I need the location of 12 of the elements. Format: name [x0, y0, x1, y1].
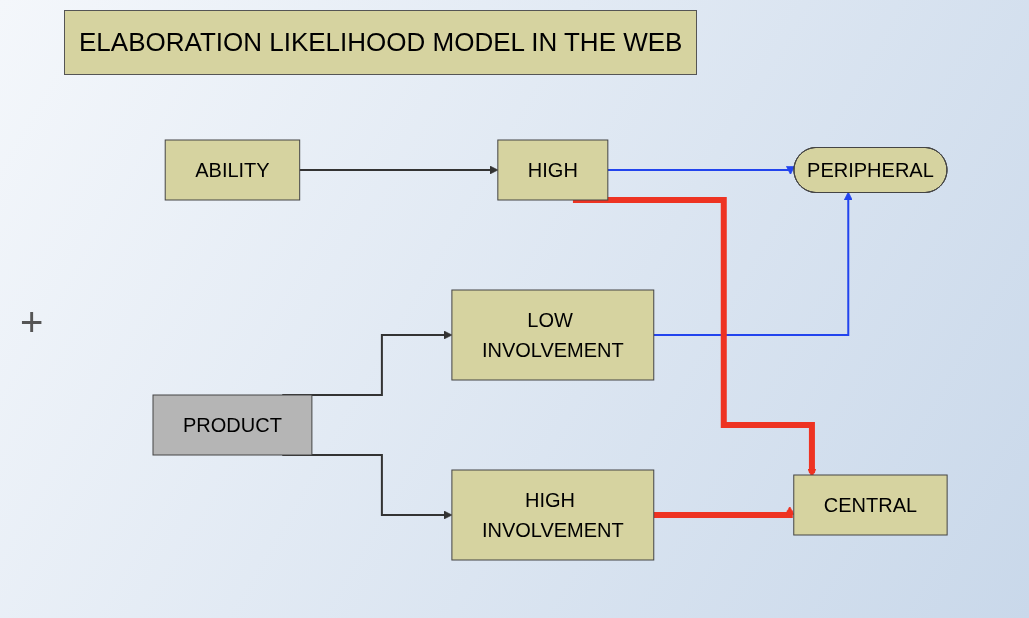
node-box: HIGH INVOLVEMENT [451, 469, 655, 561]
title-box: ELABORATION LIKELIHOOD MODEL IN THE WEB [64, 10, 698, 75]
node-box: CENTRAL [793, 474, 948, 536]
node-box: PRODUCT [152, 394, 313, 456]
arrow [652, 191, 853, 336]
arrow [653, 506, 795, 518]
arrow [606, 166, 795, 175]
plus-sign: + [20, 300, 44, 345]
arrow [298, 165, 499, 175]
node-box: LOW INVOLVEMENT [451, 289, 655, 381]
node-box: ABILITY [164, 139, 301, 201]
node-box: HIGH [497, 139, 609, 201]
